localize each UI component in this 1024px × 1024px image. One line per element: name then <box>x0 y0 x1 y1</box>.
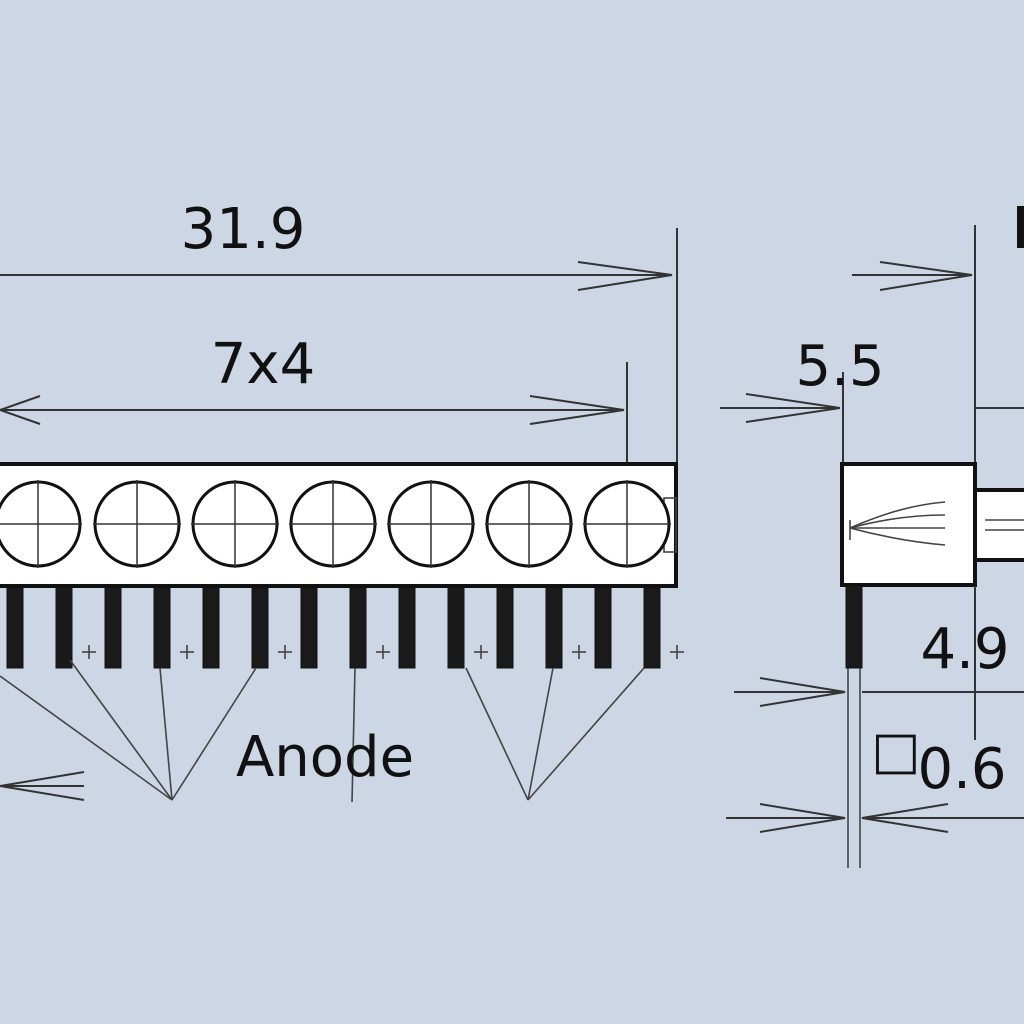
depth-arrow <box>745 393 841 423</box>
pin-5 <box>202 587 220 669</box>
pin-13 <box>594 587 612 669</box>
lens-row <box>0 480 671 568</box>
pin-row <box>6 587 661 669</box>
side-top-arrow <box>879 261 973 291</box>
pin-size-arrow-right <box>861 803 949 833</box>
lens-3 <box>191 480 279 568</box>
pitch-arrow-left <box>0 395 41 425</box>
pin-size-square-symbol: □ <box>871 721 920 781</box>
internal-lead-wires <box>849 501 946 546</box>
side-pin <box>845 585 863 669</box>
lens-6 <box>485 480 573 568</box>
lens-1 <box>0 480 82 568</box>
pin-12 <box>545 587 563 669</box>
cropped-glyph-top-right <box>1017 206 1024 248</box>
overall-length-arrow <box>577 261 673 291</box>
side-view: 5.5 4.9 □ 0.6 <box>720 206 1024 868</box>
pin-4 <box>153 587 171 669</box>
front-view: 31.9 7x4 <box>0 197 684 803</box>
pin-size-label: 0.6 <box>917 737 1006 802</box>
pin-size-arrow-left <box>759 803 846 833</box>
overall-length-label: 31.9 <box>181 197 306 262</box>
pin-11 <box>496 587 514 669</box>
pin-8 <box>349 587 367 669</box>
pin-1 <box>6 587 24 669</box>
side-lens-protrusion <box>973 488 1024 562</box>
pin-6 <box>251 587 269 669</box>
depth-label: 5.5 <box>795 334 884 399</box>
pin-7 <box>300 587 318 669</box>
anode-label: Anode <box>236 725 414 790</box>
lens-2 <box>93 480 181 568</box>
lens-5 <box>387 480 475 568</box>
pin-3 <box>104 587 122 669</box>
pin-10 <box>447 587 465 669</box>
pitch-arrow-right <box>529 395 625 425</box>
bottom-left-arrow <box>0 771 85 801</box>
anode-leader-lines <box>0 659 645 803</box>
pin-14 <box>643 587 661 669</box>
pin-center-marks <box>82 645 684 659</box>
pin-offset-arrow <box>759 677 846 707</box>
pin-offset-label: 4.9 <box>920 617 1009 682</box>
lens-4 <box>289 480 377 568</box>
lens-7 <box>583 480 671 568</box>
pin-9 <box>398 587 416 669</box>
pitch-label: 7x4 <box>211 332 315 397</box>
pin-2 <box>55 587 73 669</box>
